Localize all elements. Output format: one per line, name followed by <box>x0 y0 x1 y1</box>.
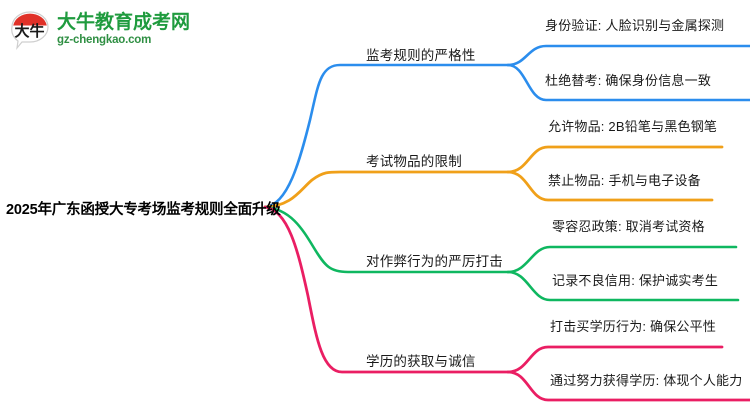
leaf-label-1-1[interactable]: 禁止物品: 手机与电子设备 <box>548 173 701 188</box>
branch-label-2[interactable]: 对作弊行为的严厉打击 <box>366 254 503 269</box>
branch-wire-3 <box>263 205 750 402</box>
branch-wire-0 <box>263 44 750 209</box>
leaf-label-2-1[interactable]: 记录不良信用: 保护诚实考生 <box>552 273 719 288</box>
site-logo: 大牛 大牛教育成考网 gz-chengkao.com <box>8 6 208 54</box>
leaf-label-1-0[interactable]: 允许物品: 2B铅笔与黑色钢笔 <box>548 119 718 134</box>
logo-title: 大牛教育成考网 <box>57 12 191 34</box>
leaf-label-0-0[interactable]: 身份验证: 人脸识别与金属探测 <box>545 18 725 33</box>
branch-label-3[interactable]: 学历的获取与诚信 <box>366 354 476 369</box>
branch-label-1[interactable]: 考试物品的限制 <box>366 154 462 169</box>
leaf-label-3-1[interactable]: 通过努力获得学历: 体现个人能力 <box>550 373 743 388</box>
logo-domain: gz-chengkao.com <box>57 34 152 47</box>
svg-text:大牛: 大牛 <box>14 22 44 40</box>
logo-mark-icon: 大牛 <box>8 10 52 50</box>
leaf-label-2-0[interactable]: 零容忍政策: 取消考试资格 <box>552 219 705 234</box>
logo-wordmark: 大牛教育成考网 gz-chengkao.com <box>57 13 190 47</box>
root-node-title: 2025年广东函授大专考场监考规则全面升级 <box>6 202 281 218</box>
leaf-label-0-1[interactable]: 杜绝替考: 确保身份信息一致 <box>545 73 712 88</box>
branch-wire-2 <box>263 205 740 302</box>
branch-label-0[interactable]: 监考规则的严格性 <box>366 48 476 63</box>
leaf-label-3-0[interactable]: 打击买学历行为: 确保公平性 <box>550 319 717 334</box>
branch-wire-1 <box>263 145 724 209</box>
